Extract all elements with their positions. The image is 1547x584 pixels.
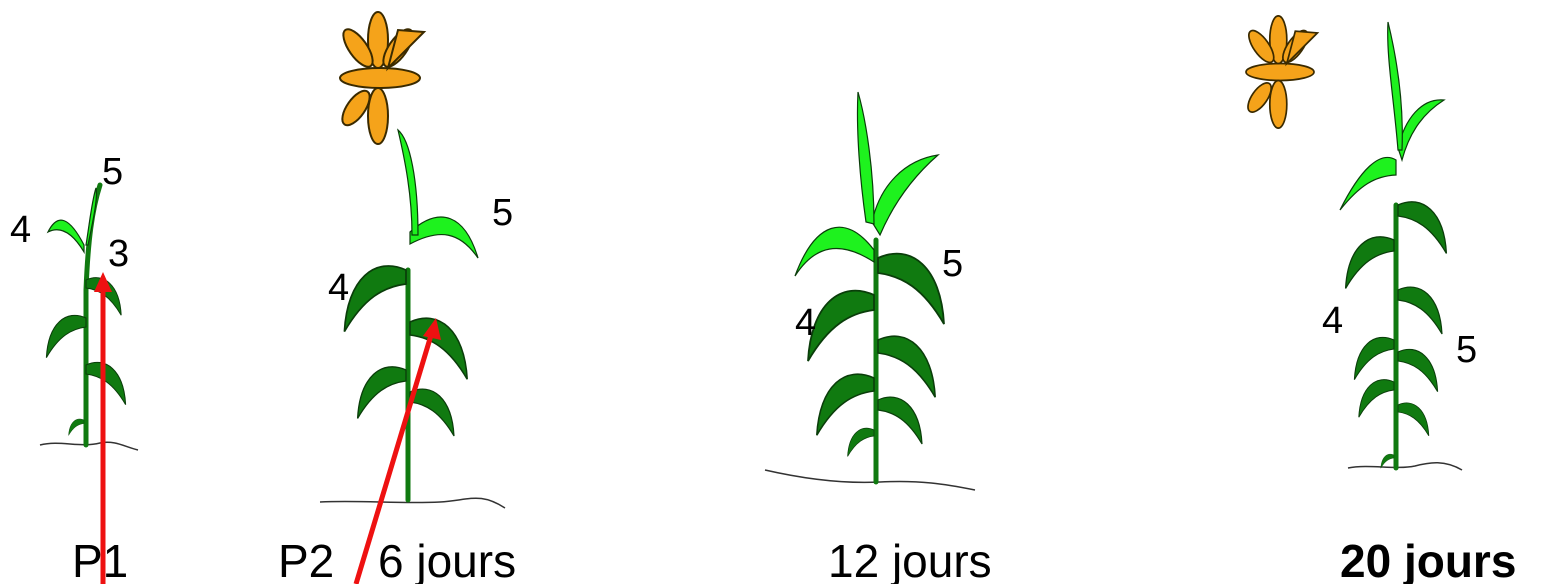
caption-p2-days: 6 jours — [378, 535, 516, 584]
caption-12-jours: 12 jours — [828, 535, 992, 584]
leaf-label-12j-4: 4 — [795, 302, 816, 344]
plant-p1: 5 4 3 P1 — [10, 151, 138, 584]
plant-20-jours: 4 5 20 jours — [1244, 16, 1517, 584]
plant-p2: 5 4 P2 6 jours — [278, 12, 516, 584]
young-leaves-20j — [1340, 22, 1444, 210]
leaf-label-p2-4: 4 — [328, 267, 349, 309]
soil-line-20j — [1348, 463, 1462, 470]
soil-line-p2 — [320, 498, 505, 508]
young-leaves-p2 — [398, 130, 478, 258]
plant-12-jours: 5 4 12 jours — [765, 92, 992, 584]
soil-line-p1 — [40, 442, 138, 450]
leaf-label-p1-4: 4 — [10, 209, 31, 251]
leaf-label-12j-5: 5 — [942, 243, 963, 285]
leaf-label-20j-5: 5 — [1456, 329, 1477, 371]
caption-p2: P2 — [278, 535, 334, 584]
soil-line-12j — [765, 470, 975, 490]
leaf-label-p1-5: 5 — [102, 151, 123, 193]
flower-20j — [1244, 16, 1318, 128]
leaf-label-20j-4: 4 — [1322, 300, 1343, 342]
stem-p1 — [86, 185, 100, 445]
young-leaves-p1 — [48, 188, 96, 252]
young-leaves-12j — [795, 92, 938, 276]
caption-20-jours: 20 jours — [1340, 535, 1516, 584]
caption-p1: P1 — [72, 535, 128, 584]
leaf-label-p1-3: 3 — [108, 233, 129, 275]
leaf-label-p2-5: 5 — [492, 192, 513, 234]
flower-p2 — [337, 12, 424, 144]
